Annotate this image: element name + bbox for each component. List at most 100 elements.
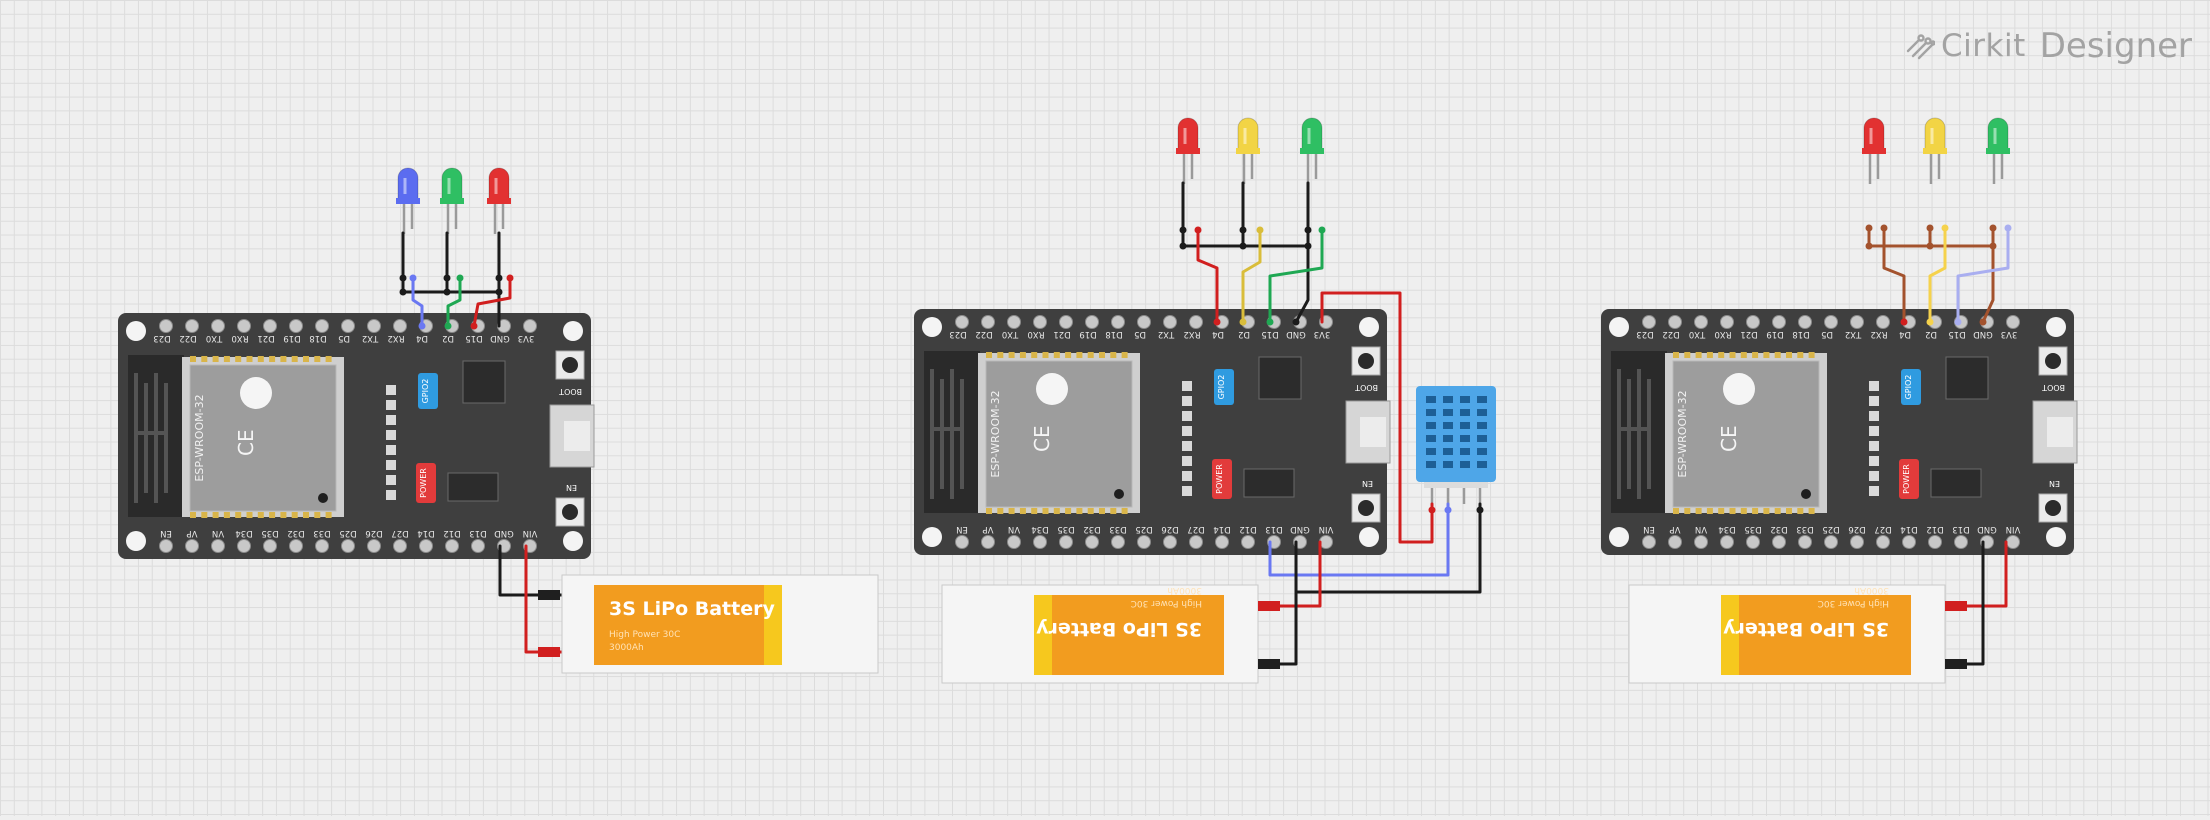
header-pin-top[interactable]: [1694, 315, 1708, 329]
header-pin-top[interactable]: [523, 319, 537, 333]
header-pin-bottom[interactable]: [1694, 535, 1708, 549]
header-pin-bottom[interactable]: [1824, 535, 1838, 549]
boot-button-cap[interactable]: [1358, 353, 1374, 369]
header-pin-bottom[interactable]: [393, 539, 407, 553]
header-pin-bottom[interactable]: [1902, 535, 1916, 549]
header-pin-bottom[interactable]: [185, 539, 199, 553]
wire-d4-brown[interactable]: [1882, 226, 1906, 324]
header-pin-bottom[interactable]: [1189, 535, 1203, 549]
boot-button-cap[interactable]: [2045, 353, 2061, 369]
header-pin-top[interactable]: [341, 319, 355, 333]
header-pin-top[interactable]: [263, 319, 277, 333]
header-pin-bottom[interactable]: [341, 539, 355, 553]
header-pin-bottom[interactable]: [1668, 535, 1682, 549]
led-yellow[interactable]: [1236, 117, 1260, 184]
header-pin-bottom[interactable]: [1241, 535, 1255, 549]
header-pin-top[interactable]: [1007, 315, 1021, 329]
header-pin-bottom[interactable]: [1059, 535, 1073, 549]
header-pin-bottom[interactable]: [1720, 535, 1734, 549]
wire-d15-green[interactable]: [1268, 228, 1324, 324]
wire-d15-red[interactable]: [472, 276, 512, 328]
header-pin-bottom[interactable]: [955, 535, 969, 549]
header-pin-bottom[interactable]: [1772, 535, 1786, 549]
wire-d15-lavender[interactable]: [1956, 226, 2010, 324]
boot-button-cap[interactable]: [562, 357, 578, 373]
header-pin-bottom[interactable]: [289, 539, 303, 553]
header-pin-bottom[interactable]: [159, 539, 173, 553]
header-pin-top[interactable]: [1033, 315, 1047, 329]
header-pin-top[interactable]: [1720, 315, 1734, 329]
header-pin-bottom[interactable]: [471, 539, 485, 553]
led-red[interactable]: [1862, 117, 1886, 184]
header-pin-bottom[interactable]: [1850, 535, 1864, 549]
esp32-board[interactable]: D23END22VPTX0VNRX0D34D21D35D19D32D18D33D…: [1601, 309, 2078, 555]
esp32-board[interactable]: D23END22VPTX0VNRX0D34D21D35D19D32D18D33D…: [118, 313, 595, 559]
wire-gnd-board2[interactable]: [1294, 244, 1310, 324]
header-pin-top[interactable]: [393, 319, 407, 333]
header-pin-top[interactable]: [1111, 315, 1125, 329]
header-pin-top[interactable]: [1642, 315, 1656, 329]
header-pin-top[interactable]: [1668, 315, 1682, 329]
wire-d2-yellow[interactable]: [1928, 226, 1947, 324]
header-pin-bottom[interactable]: [1137, 535, 1151, 549]
led-green[interactable]: [1986, 117, 2010, 184]
header-pin-bottom[interactable]: [211, 539, 225, 553]
header-pin-top[interactable]: [955, 315, 969, 329]
header-pin-top[interactable]: [185, 319, 199, 333]
wire-battery-gnd-2[interactable]: [1273, 590, 1298, 666]
header-pin-bottom[interactable]: [981, 535, 995, 549]
header-pin-bottom[interactable]: [1033, 535, 1047, 549]
wire-battery-vin-2[interactable]: [1273, 540, 1322, 608]
wire-battery-gnd-3[interactable]: [1960, 540, 1985, 666]
header-pin-top[interactable]: [1137, 315, 1151, 329]
header-pin-bottom[interactable]: [1928, 535, 1942, 549]
header-pin-top[interactable]: [289, 319, 303, 333]
wire-d4-blue[interactable]: [411, 276, 424, 328]
header-pin-top[interactable]: [1746, 315, 1760, 329]
header-pin-bottom[interactable]: [1746, 535, 1760, 549]
wire-gnd-leds-2[interactable]: [1181, 181, 1310, 248]
header-pin-top[interactable]: [159, 319, 173, 333]
wire-d2-yellow[interactable]: [1241, 228, 1262, 324]
led-green[interactable]: [1300, 117, 1324, 184]
header-pin-bottom[interactable]: [1007, 535, 1021, 549]
header-pin-bottom[interactable]: [445, 539, 459, 553]
header-pin-bottom[interactable]: [1215, 535, 1229, 549]
header-pin-bottom[interactable]: [1111, 535, 1125, 549]
wire-3v3-dht[interactable]: [1320, 291, 1434, 544]
header-pin-bottom[interactable]: [1954, 535, 1968, 549]
header-pin-top[interactable]: [1059, 315, 1073, 329]
wire-gnd-board3[interactable]: [1981, 244, 1995, 324]
header-pin-top[interactable]: [1798, 315, 1812, 329]
led-blue[interactable]: [396, 167, 420, 234]
en-button-cap[interactable]: [562, 504, 578, 520]
header-pin-top[interactable]: [237, 319, 251, 333]
en-button-cap[interactable]: [1358, 500, 1374, 516]
esp32-board[interactable]: D23END22VPTX0VNRX0D34D21D35D19D32D18D33D…: [914, 309, 1391, 555]
header-pin-top[interactable]: [1824, 315, 1838, 329]
header-pin-bottom[interactable]: [1085, 535, 1099, 549]
header-pin-top[interactable]: [211, 319, 225, 333]
header-pin-top[interactable]: [1163, 315, 1177, 329]
dht11-sensor[interactable]: [1416, 386, 1496, 504]
wire-d15-dht[interactable]: [1268, 502, 1450, 577]
header-pin-bottom[interactable]: [315, 539, 329, 553]
header-pin-top[interactable]: [367, 319, 381, 333]
header-pin-top[interactable]: [1850, 315, 1864, 329]
led-red[interactable]: [487, 167, 511, 234]
led-red[interactable]: [1176, 117, 1200, 184]
header-pin-bottom[interactable]: [237, 539, 251, 553]
header-pin-top[interactable]: [2006, 315, 2020, 329]
wire-gnd-dht[interactable]: [1294, 502, 1482, 594]
en-button-cap[interactable]: [2045, 500, 2061, 516]
header-pin-bottom[interactable]: [2006, 535, 2020, 549]
wire-d4-red[interactable]: [1196, 228, 1219, 324]
header-pin-top[interactable]: [1772, 315, 1786, 329]
header-pin-top[interactable]: [1085, 315, 1099, 329]
header-pin-bottom[interactable]: [367, 539, 381, 553]
led-yellow[interactable]: [1923, 117, 1947, 184]
